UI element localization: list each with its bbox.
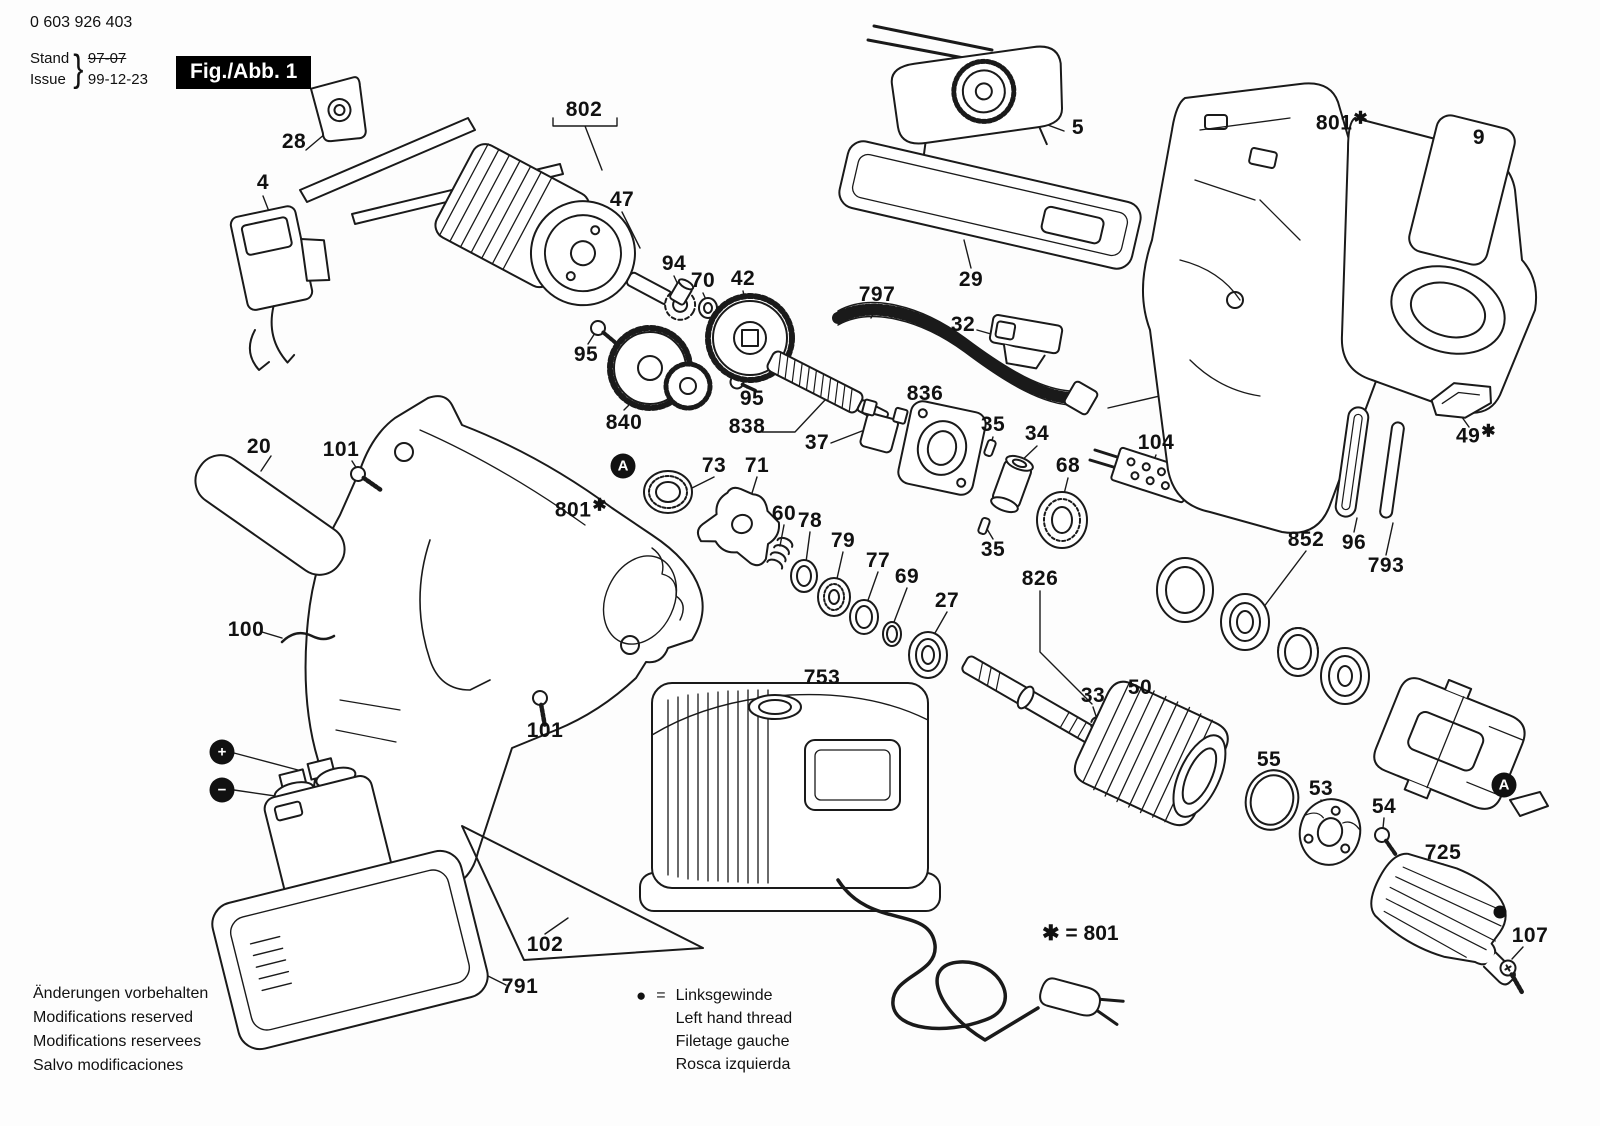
flange-53 bbox=[1298, 798, 1362, 866]
chuck-725 bbox=[1370, 852, 1516, 986]
ring-69 bbox=[882, 621, 902, 647]
bearing-79 bbox=[817, 577, 851, 617]
brace-glyph: } bbox=[73, 48, 84, 90]
old-issue-date: 97-07 bbox=[87, 50, 127, 67]
spring-60 bbox=[766, 536, 794, 570]
bushing-94 bbox=[669, 278, 695, 306]
screw-54 bbox=[1374, 827, 1399, 858]
ring-stack-852 bbox=[1156, 557, 1370, 705]
asterisk-legend: ✱ = 801 bbox=[1042, 922, 1119, 945]
left-hand-thread-legend: ● = Linksgewinde Left hand thread Fileta… bbox=[636, 984, 792, 1076]
issue-date: 99-12-23 bbox=[87, 71, 148, 88]
note-fr: Modifications reservees bbox=[33, 1033, 202, 1050]
wing-knob-71 bbox=[696, 486, 781, 567]
bracket-49 bbox=[1430, 382, 1492, 419]
gear-840 bbox=[607, 325, 713, 411]
insert-96 bbox=[1334, 406, 1370, 518]
washer-77 bbox=[849, 599, 879, 635]
latch-32 bbox=[988, 314, 1064, 370]
screw-107 bbox=[1499, 959, 1524, 995]
screw-101a bbox=[350, 466, 383, 492]
bracket-28 bbox=[309, 76, 367, 143]
modification-notes: Änderungen vorbehalten Modifications res… bbox=[33, 982, 208, 1078]
issue-label: Issue bbox=[30, 71, 66, 88]
ring-73 bbox=[643, 470, 693, 514]
equals-sign: = bbox=[656, 987, 666, 1004]
bearing-68 bbox=[1036, 491, 1088, 549]
switch-module-5 bbox=[890, 45, 1064, 163]
stand-issue-block: Stand Issue } 97-07 99-12-23 bbox=[30, 48, 148, 90]
note-en: Modifications reserved bbox=[33, 1009, 194, 1026]
cover-20 bbox=[194, 454, 346, 576]
rear-cap bbox=[1373, 677, 1526, 810]
stand-label: Stand bbox=[30, 50, 70, 67]
dot-icon: ● bbox=[636, 986, 647, 1005]
legend-line-en: Left hand thread bbox=[675, 1010, 793, 1027]
cylinder-34 bbox=[990, 454, 1034, 514]
note-de: Änderungen vorbehalten bbox=[33, 985, 209, 1002]
insert-793 bbox=[1379, 421, 1405, 519]
legend-line-es: Rosca izquierda bbox=[675, 1056, 791, 1073]
battery-pack-791 bbox=[211, 849, 489, 1051]
bearing-27 bbox=[908, 631, 948, 679]
charger-753 bbox=[639, 682, 941, 912]
mains-plug bbox=[1039, 977, 1125, 1026]
figure-label: Fig./Abb. 1 bbox=[176, 56, 312, 89]
main-housing bbox=[304, 395, 704, 893]
switch-4 bbox=[229, 205, 331, 364]
motor bbox=[434, 143, 697, 321]
washer-78 bbox=[790, 559, 818, 593]
ring-55 bbox=[1244, 769, 1300, 831]
clutch-cup-50 bbox=[1073, 680, 1229, 827]
washer-70 bbox=[698, 297, 718, 319]
legend-line-fr: Filetage gauche bbox=[675, 1033, 790, 1050]
coupler-37 bbox=[859, 398, 909, 454]
part-number: 0 603 926 403 bbox=[30, 14, 133, 31]
note-es: Salvo modificaciones bbox=[33, 1057, 184, 1074]
plate-836 bbox=[897, 400, 987, 496]
legend-line-de: Linksgewinde bbox=[675, 987, 773, 1004]
cover-plate-29 bbox=[838, 140, 1142, 270]
screw-101b bbox=[532, 690, 548, 727]
strap-797 bbox=[832, 301, 1099, 416]
plate-9 bbox=[1408, 114, 1516, 266]
